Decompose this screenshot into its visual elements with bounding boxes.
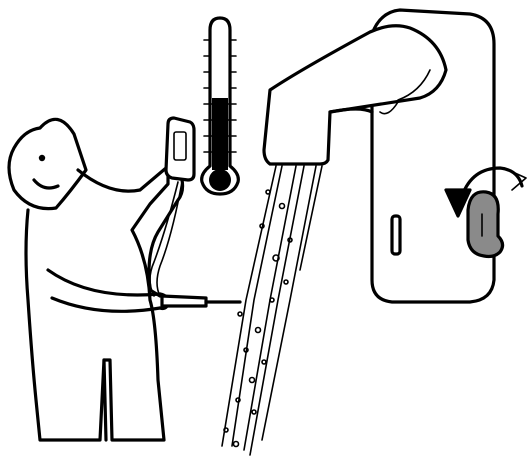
temperature-handle [468,192,503,257]
water-stream [222,166,322,455]
thermometer-icon [202,18,239,194]
phone-icon [166,118,194,180]
eye [39,155,45,161]
